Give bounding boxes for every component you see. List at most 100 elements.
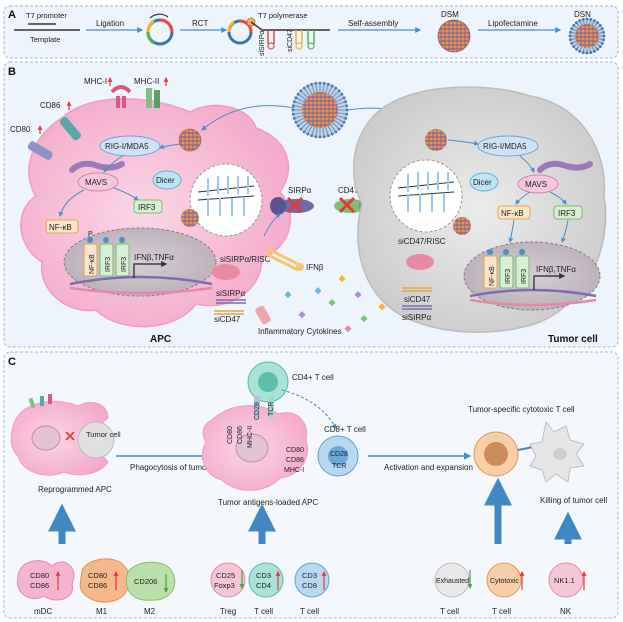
cd47-block-icon [338,196,356,214]
t7-promoter-label: T7 promoter [26,11,67,20]
svg-text:CD3: CD3 [256,571,271,580]
lipofectamine-label: Lipofectamine [488,19,538,28]
cell-exhausted-tcell: Exhausted [434,562,473,598]
svg-text:Cytotoxic: Cytotoxic [490,578,519,585]
killing-label: Killing of tumor cell [540,496,607,505]
sirpa-block-icon [286,196,304,214]
panel-b-label: B [8,66,16,78]
panel-c-label: C [8,356,16,368]
dsm-particle-icon [437,19,471,53]
cell-nk: NK1.1 [548,562,587,598]
nfkb-apc-label: NF-κB [49,223,72,232]
nuc-irf3a-apc-label: IRF3 [105,257,112,272]
tcr-b-label: TCR [332,463,346,470]
mhc-i-receptor [110,85,132,108]
sisirpa-tumor-label: siSIRPα [402,313,431,322]
cytokine-particles [284,275,386,333]
irf3-tumor-node [553,205,583,220]
sicd47-apc-label: siCD47 [214,315,241,324]
ifn-tumor-label: IFNβ,TNFα [536,265,576,274]
ifn-apc-label: IFNβ,TNFα [134,253,174,262]
svg-text:CD86: CD86 [88,581,107,590]
risc-tumor-label: siCD47/RISC [398,237,446,246]
cell-cd4-tcell: CD3 CD4 [248,562,284,598]
cell-cytotoxic-tcell: Cytotoxic [486,562,525,598]
ligation-label: Ligation [96,19,124,28]
cell-cd8-tcell: CD3 CD8 [294,562,330,598]
cd86-b-label: CD86 [286,457,304,464]
panel-b: B MHC-I MHC-II CD86 CD80 RIG-I/MDA5 MAVS… [3,61,619,348]
apc-cytoplasm-dsm [181,209,199,227]
svg-text:CD80: CD80 [30,571,49,580]
apc-internalized-dsm [178,128,202,152]
svg-text:Foxp3: Foxp3 [214,581,235,590]
nfkb-tumor-node [497,205,531,220]
mhc-i-c-label: MHC-I [284,467,304,474]
apc-phospho-markers: P [87,231,125,243]
panel-c: C Tumor cell Reprogrammed APC Phagocytos… [3,351,619,619]
tumor-risc-complex [406,254,434,270]
phagocytosis-label: Phagocytosis of tumor cell [130,463,224,472]
svg-text:Exhausted: Exhausted [436,578,469,585]
dsn-label: DSN [574,10,591,19]
tumor-internalized-dsm [425,129,447,151]
tcell-a-label: T cell [254,607,273,616]
nuc-nfkb-apc-label: NF-κB [89,254,96,274]
irf3-apc-label: IRF3 [138,203,156,212]
tumor-cell-label: Tumor cell [548,334,598,345]
mavs-apc-node [77,172,119,192]
tcr-top-label: TCR [268,402,275,416]
rig-apc-label: RIG-I/MDA5 [105,142,149,151]
mhc-ii-label: MHC-II [134,77,159,86]
tcell-d-label: T cell [492,607,511,616]
cd28-b-label: CD28 [330,451,348,458]
panel-a: A T7 promoter Template Ligation RCT [3,5,619,59]
cd28-top-label: CD28 [254,402,261,420]
cd80-label: CD80 [10,125,31,134]
cd86-receptor [59,117,81,141]
tumor-cell-inner [77,421,115,459]
tumor-specific-label: Tumor-specific cytotoxic T cell [468,405,575,414]
apc-nanostructure-zoom [189,163,263,237]
m1-label: M1 [96,607,108,616]
dicer-apc-node [152,170,182,190]
nk-label: NK [560,607,572,616]
svg-text:NK1.1: NK1.1 [554,576,575,585]
mavs-apc-label: MAVS [85,178,107,187]
cd86-a-label: CD86 [237,426,244,444]
svg-text:CD4: CD4 [256,581,271,590]
rct-label: RCT [192,19,209,28]
irf3-tumor-label: IRF3 [558,209,576,218]
rig-tumor-label: RIG-I/MDA5 [483,142,527,151]
cell-m1: CD80 CD86 [79,558,131,603]
tcell-b-label: T cell [300,607,319,616]
dsm-label: DSM [441,10,459,19]
tcell-c-label: T cell [440,607,459,616]
m2-label: M2 [144,607,156,616]
irf3-apc-node [133,199,163,214]
sicd47-vertical-label: siCD47 [287,29,294,52]
treg-label: Treg [220,607,236,616]
ifnb-label: IFNβ [306,263,324,272]
cd4-tcell-label: CD4+ T cell [292,373,334,382]
mhc-ii-receptor [146,88,160,108]
nuc-nfkb-tumor-label: NF-κB [489,266,496,286]
svg-text:CD206: CD206 [134,577,157,586]
cd80-a-label: CD80 [227,426,234,444]
nfkb-tumor-label: NF-κB [501,209,524,218]
cd80-receptor [27,141,53,160]
cell-treg: CD25 Foxp3 [210,562,246,598]
loaded-apc-label: Tumor antigens-loaded APC [218,498,318,507]
mavs-tumor-label: MAVS [525,180,547,189]
self-assembly-label: Self-assembly [348,19,398,28]
tumor-cytoplasm-dsm [453,217,471,235]
activation-label: Activation and expansion [384,463,473,472]
nuc-irf3b-apc-label: IRF3 [121,257,128,272]
cd80-b-label: CD80 [286,447,304,454]
tumor-cell-inner-label: Tumor cell [86,430,121,439]
sisirpa-vertical-label: siSIRPα [259,31,266,56]
svg-text:CD3: CD3 [302,571,317,580]
sirpa-label: SIRPα [288,186,312,195]
risc-apc-label: siSIRPα/RISC [220,255,271,264]
